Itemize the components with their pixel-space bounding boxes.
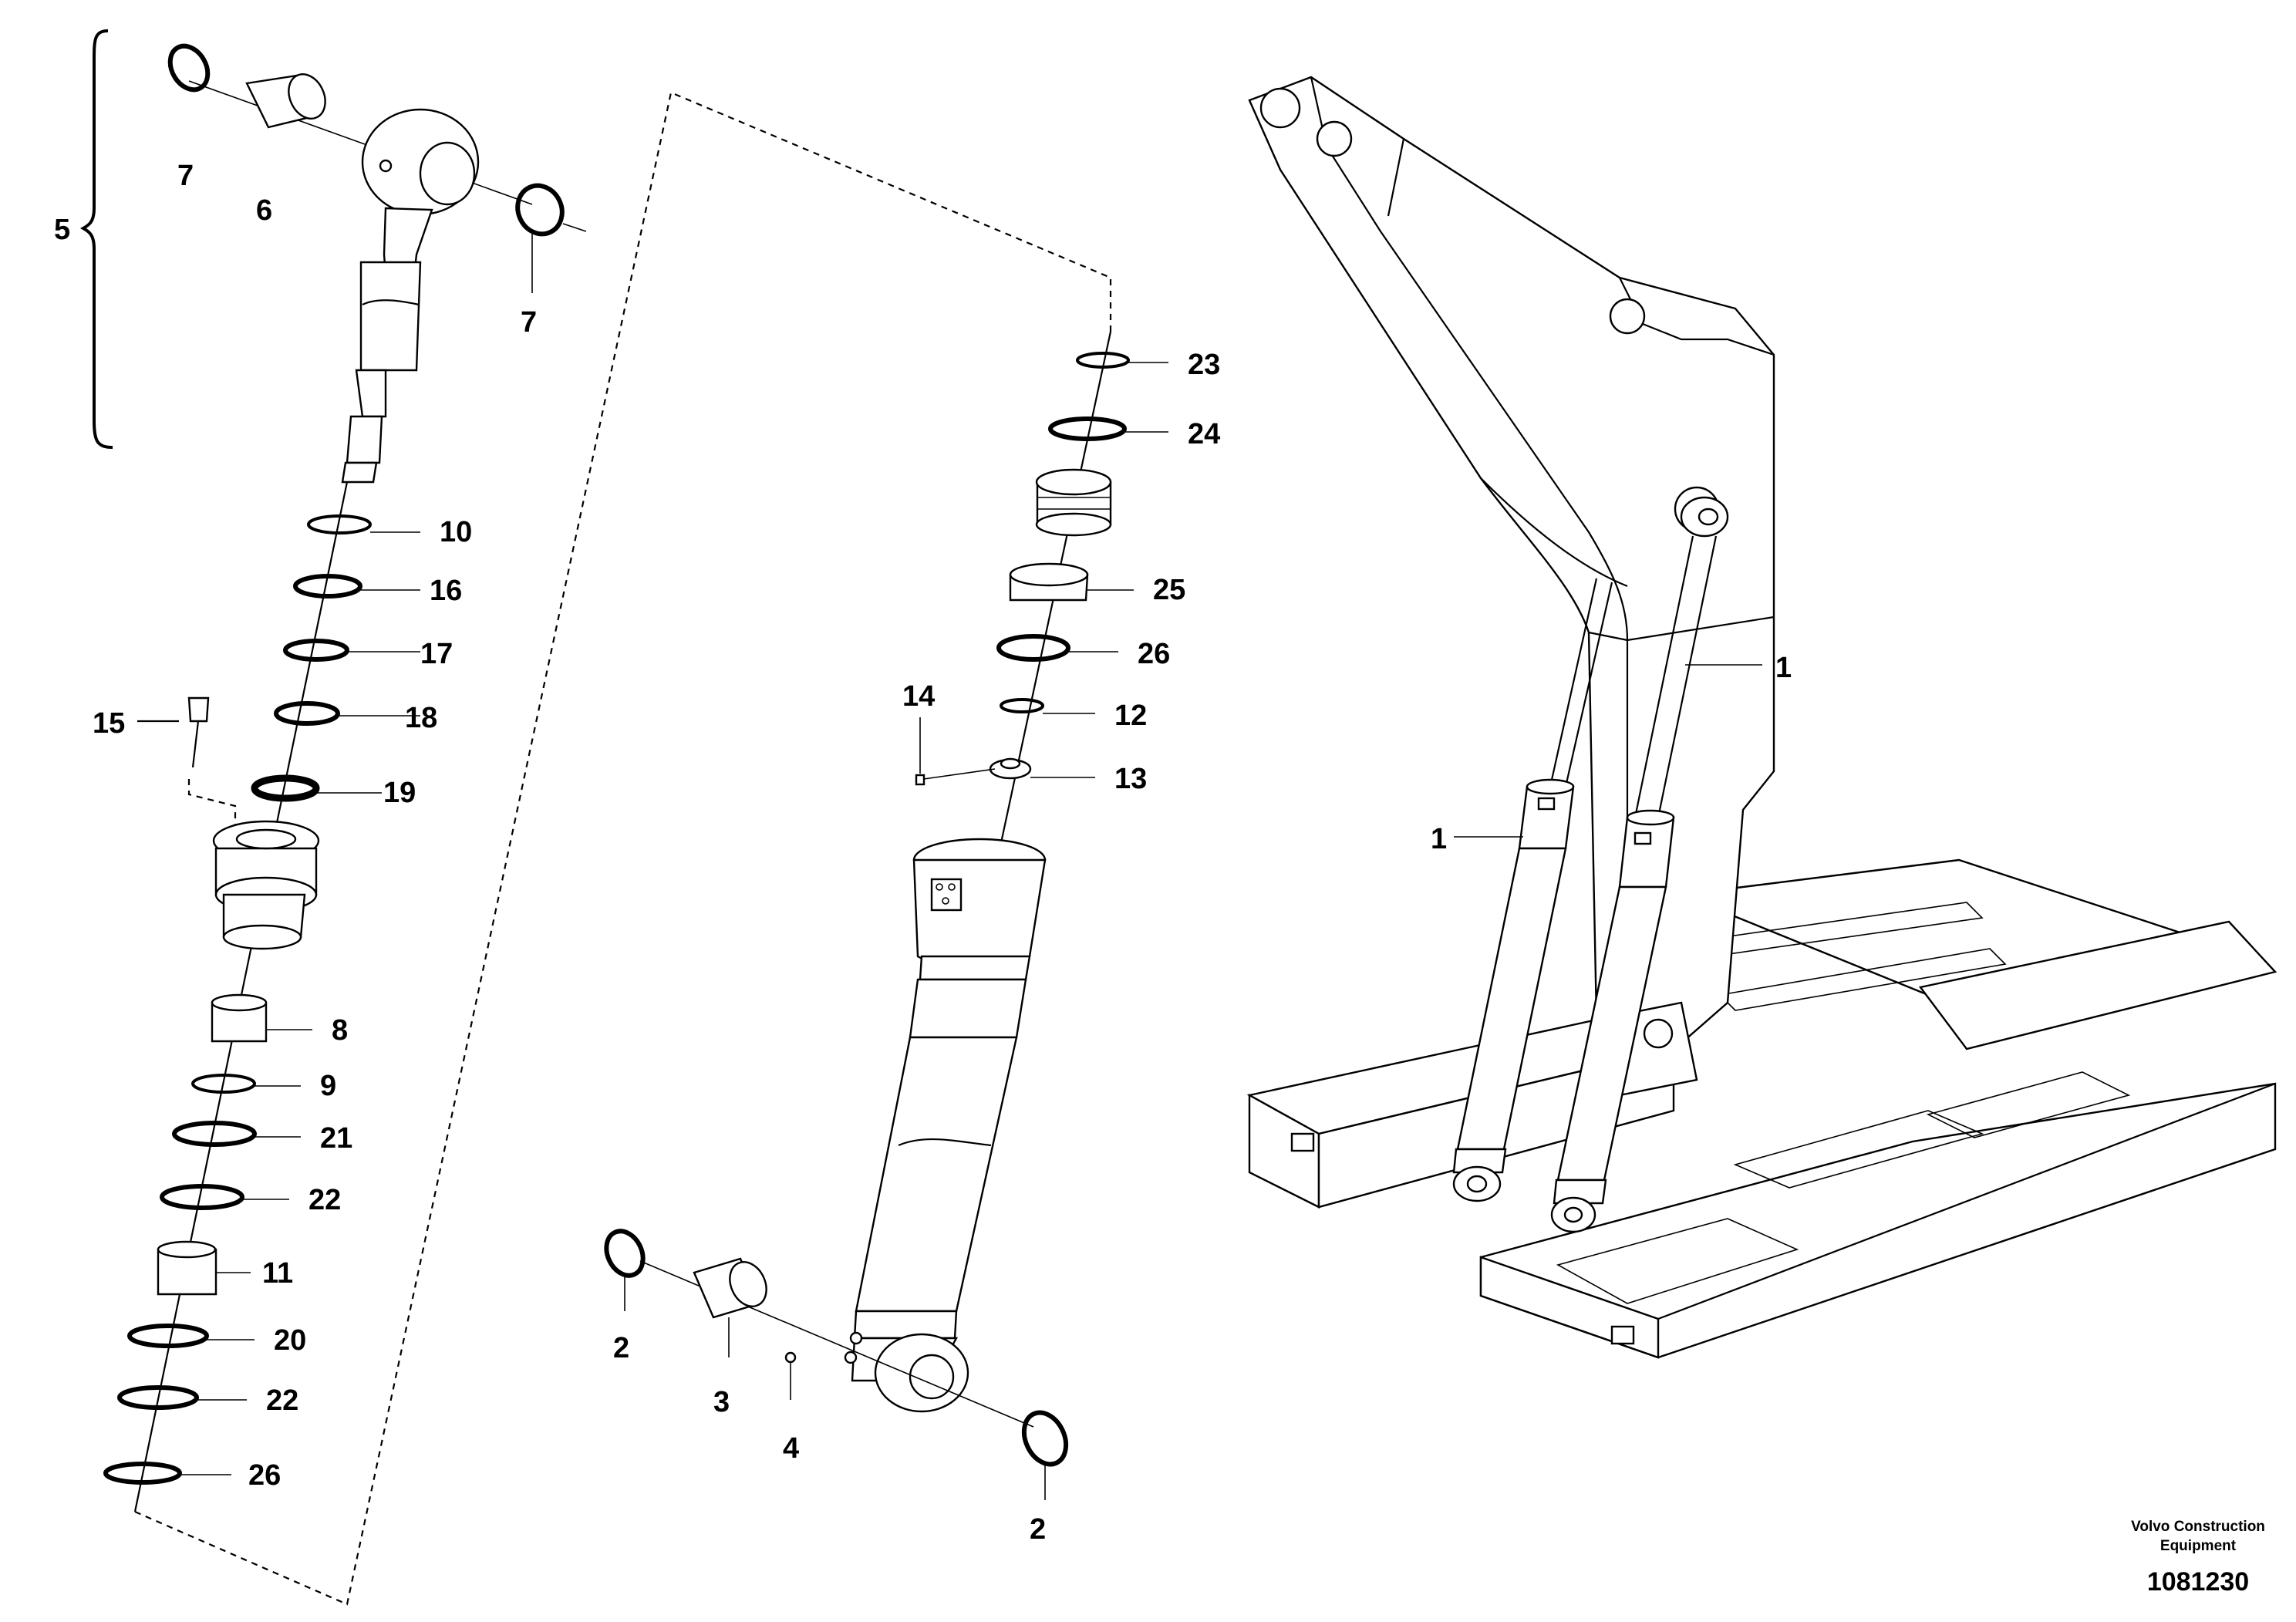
callout-2: 2 xyxy=(1030,1513,1046,1546)
callout-16: 16 xyxy=(430,575,462,607)
ring-9 xyxy=(191,1074,256,1094)
nut-13 xyxy=(915,717,1095,786)
callout-4: 4 xyxy=(783,1432,799,1465)
callout-19: 19 xyxy=(383,777,416,809)
ring-20 xyxy=(127,1324,209,1348)
piston-head xyxy=(1035,468,1112,537)
left-seal-stack xyxy=(251,514,420,802)
cylinder-pin-parts xyxy=(604,1229,1069,1500)
company-name-line1: Volvo Construction xyxy=(2131,1519,2265,1535)
callout-13: 13 xyxy=(1114,763,1147,795)
ring-22 xyxy=(160,1184,244,1210)
piston-assembly xyxy=(212,820,320,950)
callout-12: 12 xyxy=(1114,700,1147,732)
callout-21: 21 xyxy=(320,1122,352,1155)
callout-8: 8 xyxy=(332,1014,348,1047)
callout-18: 18 xyxy=(405,702,437,734)
cylinder-barrel xyxy=(844,838,1047,1413)
callout-5: 5 xyxy=(54,214,70,246)
seal-ring-7b xyxy=(515,183,565,237)
bushing-8 xyxy=(211,993,312,1043)
ring-24 xyxy=(1048,416,1127,441)
ring-22b xyxy=(117,1385,199,1410)
callout-25: 25 xyxy=(1153,574,1185,606)
seal-ring-7a xyxy=(167,43,211,93)
callout-10: 10 xyxy=(440,516,472,548)
wear-band-25 xyxy=(1009,562,1134,602)
document-number: 1081230 xyxy=(2147,1567,2249,1597)
callout-23: 23 xyxy=(1188,349,1220,381)
middle-stack-axis xyxy=(993,331,1112,872)
callout-22: 22 xyxy=(266,1384,298,1417)
callout-7: 7 xyxy=(177,160,194,192)
company-name-line2: Equipment xyxy=(2160,1538,2237,1554)
bushing-11 xyxy=(157,1240,251,1296)
screw-15 xyxy=(137,696,237,833)
callout-11: 11 xyxy=(262,1257,293,1290)
ring-23 xyxy=(1076,352,1130,369)
ring-21 xyxy=(172,1121,257,1147)
callout-22: 22 xyxy=(308,1184,341,1216)
callout-1: 1 xyxy=(1431,823,1447,855)
callout-6: 6 xyxy=(256,194,272,227)
ring-26b xyxy=(996,634,1070,662)
callout-9: 9 xyxy=(320,1070,336,1102)
callout-20: 20 xyxy=(274,1324,306,1357)
callout-15: 15 xyxy=(93,707,125,740)
piston-rod xyxy=(167,43,587,484)
kit-bracket xyxy=(79,29,113,449)
callout-3: 3 xyxy=(713,1386,730,1418)
callout-2: 2 xyxy=(613,1332,629,1364)
boom-assembly xyxy=(1246,76,2277,1359)
callout-14: 14 xyxy=(902,680,935,713)
callout-26: 26 xyxy=(1138,638,1170,670)
callout-17: 17 xyxy=(420,638,453,670)
ring-12 xyxy=(1000,698,1044,713)
callout-24: 24 xyxy=(1188,418,1220,450)
callout-26: 26 xyxy=(248,1459,281,1492)
ring-26a xyxy=(103,1462,182,1485)
callout-1: 1 xyxy=(1775,652,1792,684)
boom-cylinders xyxy=(1452,496,1729,1233)
guide-dashed-line xyxy=(134,91,1112,1606)
callout-7: 7 xyxy=(521,306,537,339)
